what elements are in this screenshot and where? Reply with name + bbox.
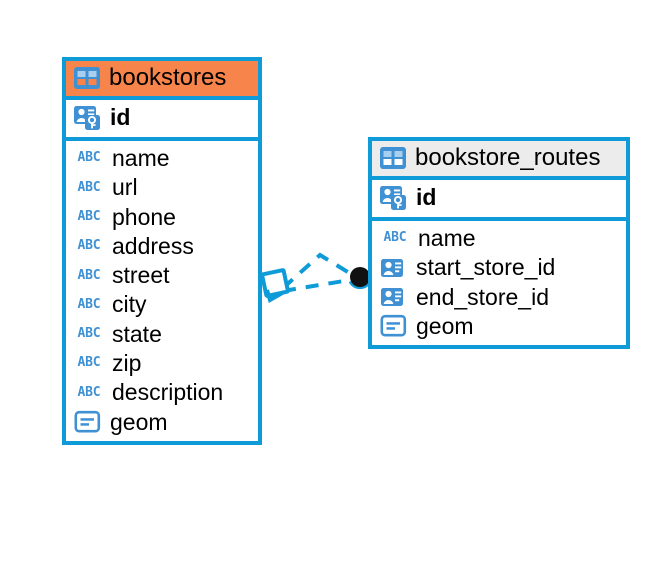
entity-header-bookstores[interactable]: bookstores [66,61,258,96]
field-row[interactable]: ABC address [66,232,258,261]
field-name: description [112,379,224,406]
field-row[interactable]: ABC url [66,173,258,202]
abc-icon: ABC [77,267,101,283]
entity-title: bookstore_routes [415,144,601,171]
table-icon [380,146,406,169]
field-row[interactable]: ABC description [66,378,258,407]
field-name: street [112,262,170,289]
abc-icon: ABC [77,237,101,254]
field-row[interactable]: ABC phone [66,203,258,232]
field-row-primary-key[interactable]: id [66,100,258,137]
field-name: phone [112,203,176,230]
entity-header-bookstore-routes[interactable]: bookstore_routes [372,141,626,176]
relationship-branch-lower [282,277,357,293]
geometry-icon [74,410,102,434]
field-row[interactable]: ABC zip [66,349,258,378]
field-name: geom [416,312,474,339]
field-name: end_store_id [416,283,549,310]
abc-icon: ABC [77,355,101,371]
entity-bookstores[interactable]: bookstores [62,57,262,445]
primary-key-icon [380,185,408,211]
relationship-branch-upper [281,252,358,290]
filled-circle-marker [348,267,372,290]
foreign-key-icon [380,285,408,309]
abc-icon: ABC [383,229,407,246]
field-name: name [418,224,476,251]
field-name: url [112,174,138,201]
field-name: id [110,104,131,131]
abc-icon: ABC [77,384,101,401]
primary-key-band-bookstores: id [66,95,258,141]
field-row[interactable]: geom [66,408,258,437]
entity-title: bookstores [109,64,227,91]
field-name: geom [110,408,168,435]
primary-key-icon [74,105,102,131]
geometry-icon [380,314,408,338]
field-row[interactable]: end_store_id [372,283,626,312]
abc-icon: ABC [77,325,101,342]
abc-icon: ABC [77,208,101,225]
field-name: name [112,144,170,171]
table-icon [74,66,100,89]
field-row[interactable]: start_store_id [372,253,626,282]
field-list-bookstore-routes: ABC name start_store_id [372,221,626,345]
field-row[interactable]: ABC name [66,144,258,173]
field-name: start_store_id [416,254,556,281]
field-name: state [112,320,162,347]
abc-icon: ABC [77,149,101,166]
field-name: city [112,291,147,318]
field-list-bookstores: ABC name ABC url ABC phone ABC address A… [66,141,258,441]
field-row[interactable]: ABC name [372,224,626,253]
field-name: address [112,232,194,259]
abc-icon: ABC [77,179,101,196]
field-row[interactable]: ABC state [66,320,258,349]
foreign-key-icon [380,256,408,280]
field-row[interactable]: ABC city [66,290,258,319]
abc-icon: ABC [77,296,101,313]
field-name: id [416,184,437,211]
field-row[interactable]: geom [372,312,626,341]
entity-bookstore-routes[interactable]: bookstore_routes [368,137,630,350]
diamond-crowsfoot-marker [260,268,290,303]
field-row[interactable]: ABC street [66,261,258,290]
field-row-primary-key[interactable]: id [372,180,626,217]
primary-key-band-bookstore-routes: id [372,175,626,221]
field-name: zip [112,349,142,376]
